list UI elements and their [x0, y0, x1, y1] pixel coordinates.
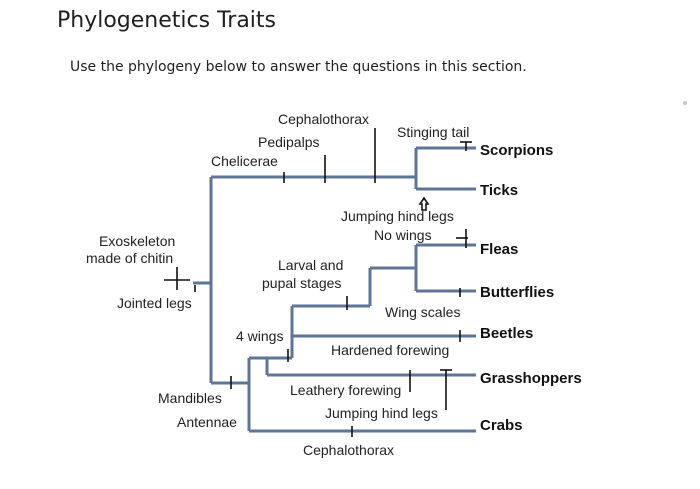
taxon-fleas: Fleas	[480, 241, 518, 258]
trait-labels: Cephalothorax Pedipalps Chelicerae Sting…	[86, 111, 469, 458]
trait-mandibles: Mandibles	[158, 390, 222, 406]
trait-chelicerae: Chelicerae	[211, 153, 278, 169]
trait-four-wings: 4 wings	[236, 328, 283, 344]
trait-cephalothorax-bottom: Cephalothorax	[303, 442, 394, 458]
trait-stinging-tail: Stinging tail	[397, 124, 469, 140]
instructions-text: Use the phylogeny below to answer the qu…	[70, 59, 527, 75]
trait-jumping-hind-legs-upper: Jumping hind legs	[341, 208, 454, 224]
trait-leathery-forewing: Leathery forewing	[290, 382, 401, 398]
taxon-ticks: Ticks	[480, 182, 518, 199]
trait-larval-line1: Larval and	[278, 257, 343, 273]
trait-jumping-hind-legs-lower: Jumping hind legs	[325, 405, 438, 421]
trait-antennae: Antennae	[177, 414, 237, 430]
trait-hardened-forewing: Hardened forewing	[331, 342, 449, 358]
trait-no-wings: No wings	[374, 227, 432, 243]
more-options-dot	[683, 101, 687, 105]
trait-larval-line2: pupal stages	[262, 275, 341, 291]
trait-exoskeleton-line2: made of chitin	[86, 250, 173, 266]
taxon-beetles: Beetles	[480, 325, 533, 342]
cursor-icon	[418, 196, 430, 211]
trait-exoskeleton-line1: Exoskeleton	[99, 233, 175, 249]
trait-ticks	[164, 128, 472, 437]
taxon-scorpions: Scorpions	[480, 142, 553, 159]
trait-wing-scales: Wing scales	[385, 304, 460, 320]
taxon-grasshoppers: Grasshoppers	[480, 370, 582, 387]
trait-jointed-legs: Jointed legs	[117, 295, 192, 311]
trait-pedipalps: Pedipalps	[258, 134, 320, 150]
taxon-butterflies: Butterflies	[480, 284, 554, 301]
taxon-crabs: Crabs	[480, 417, 523, 434]
page-title: Phylogenetics Traits	[57, 8, 277, 33]
trait-cephalothorax-top: Cephalothorax	[278, 111, 369, 127]
tree-branches	[193, 146, 476, 433]
taxon-labels: Scorpions Ticks Fleas Butterflies Beetle…	[480, 142, 582, 434]
